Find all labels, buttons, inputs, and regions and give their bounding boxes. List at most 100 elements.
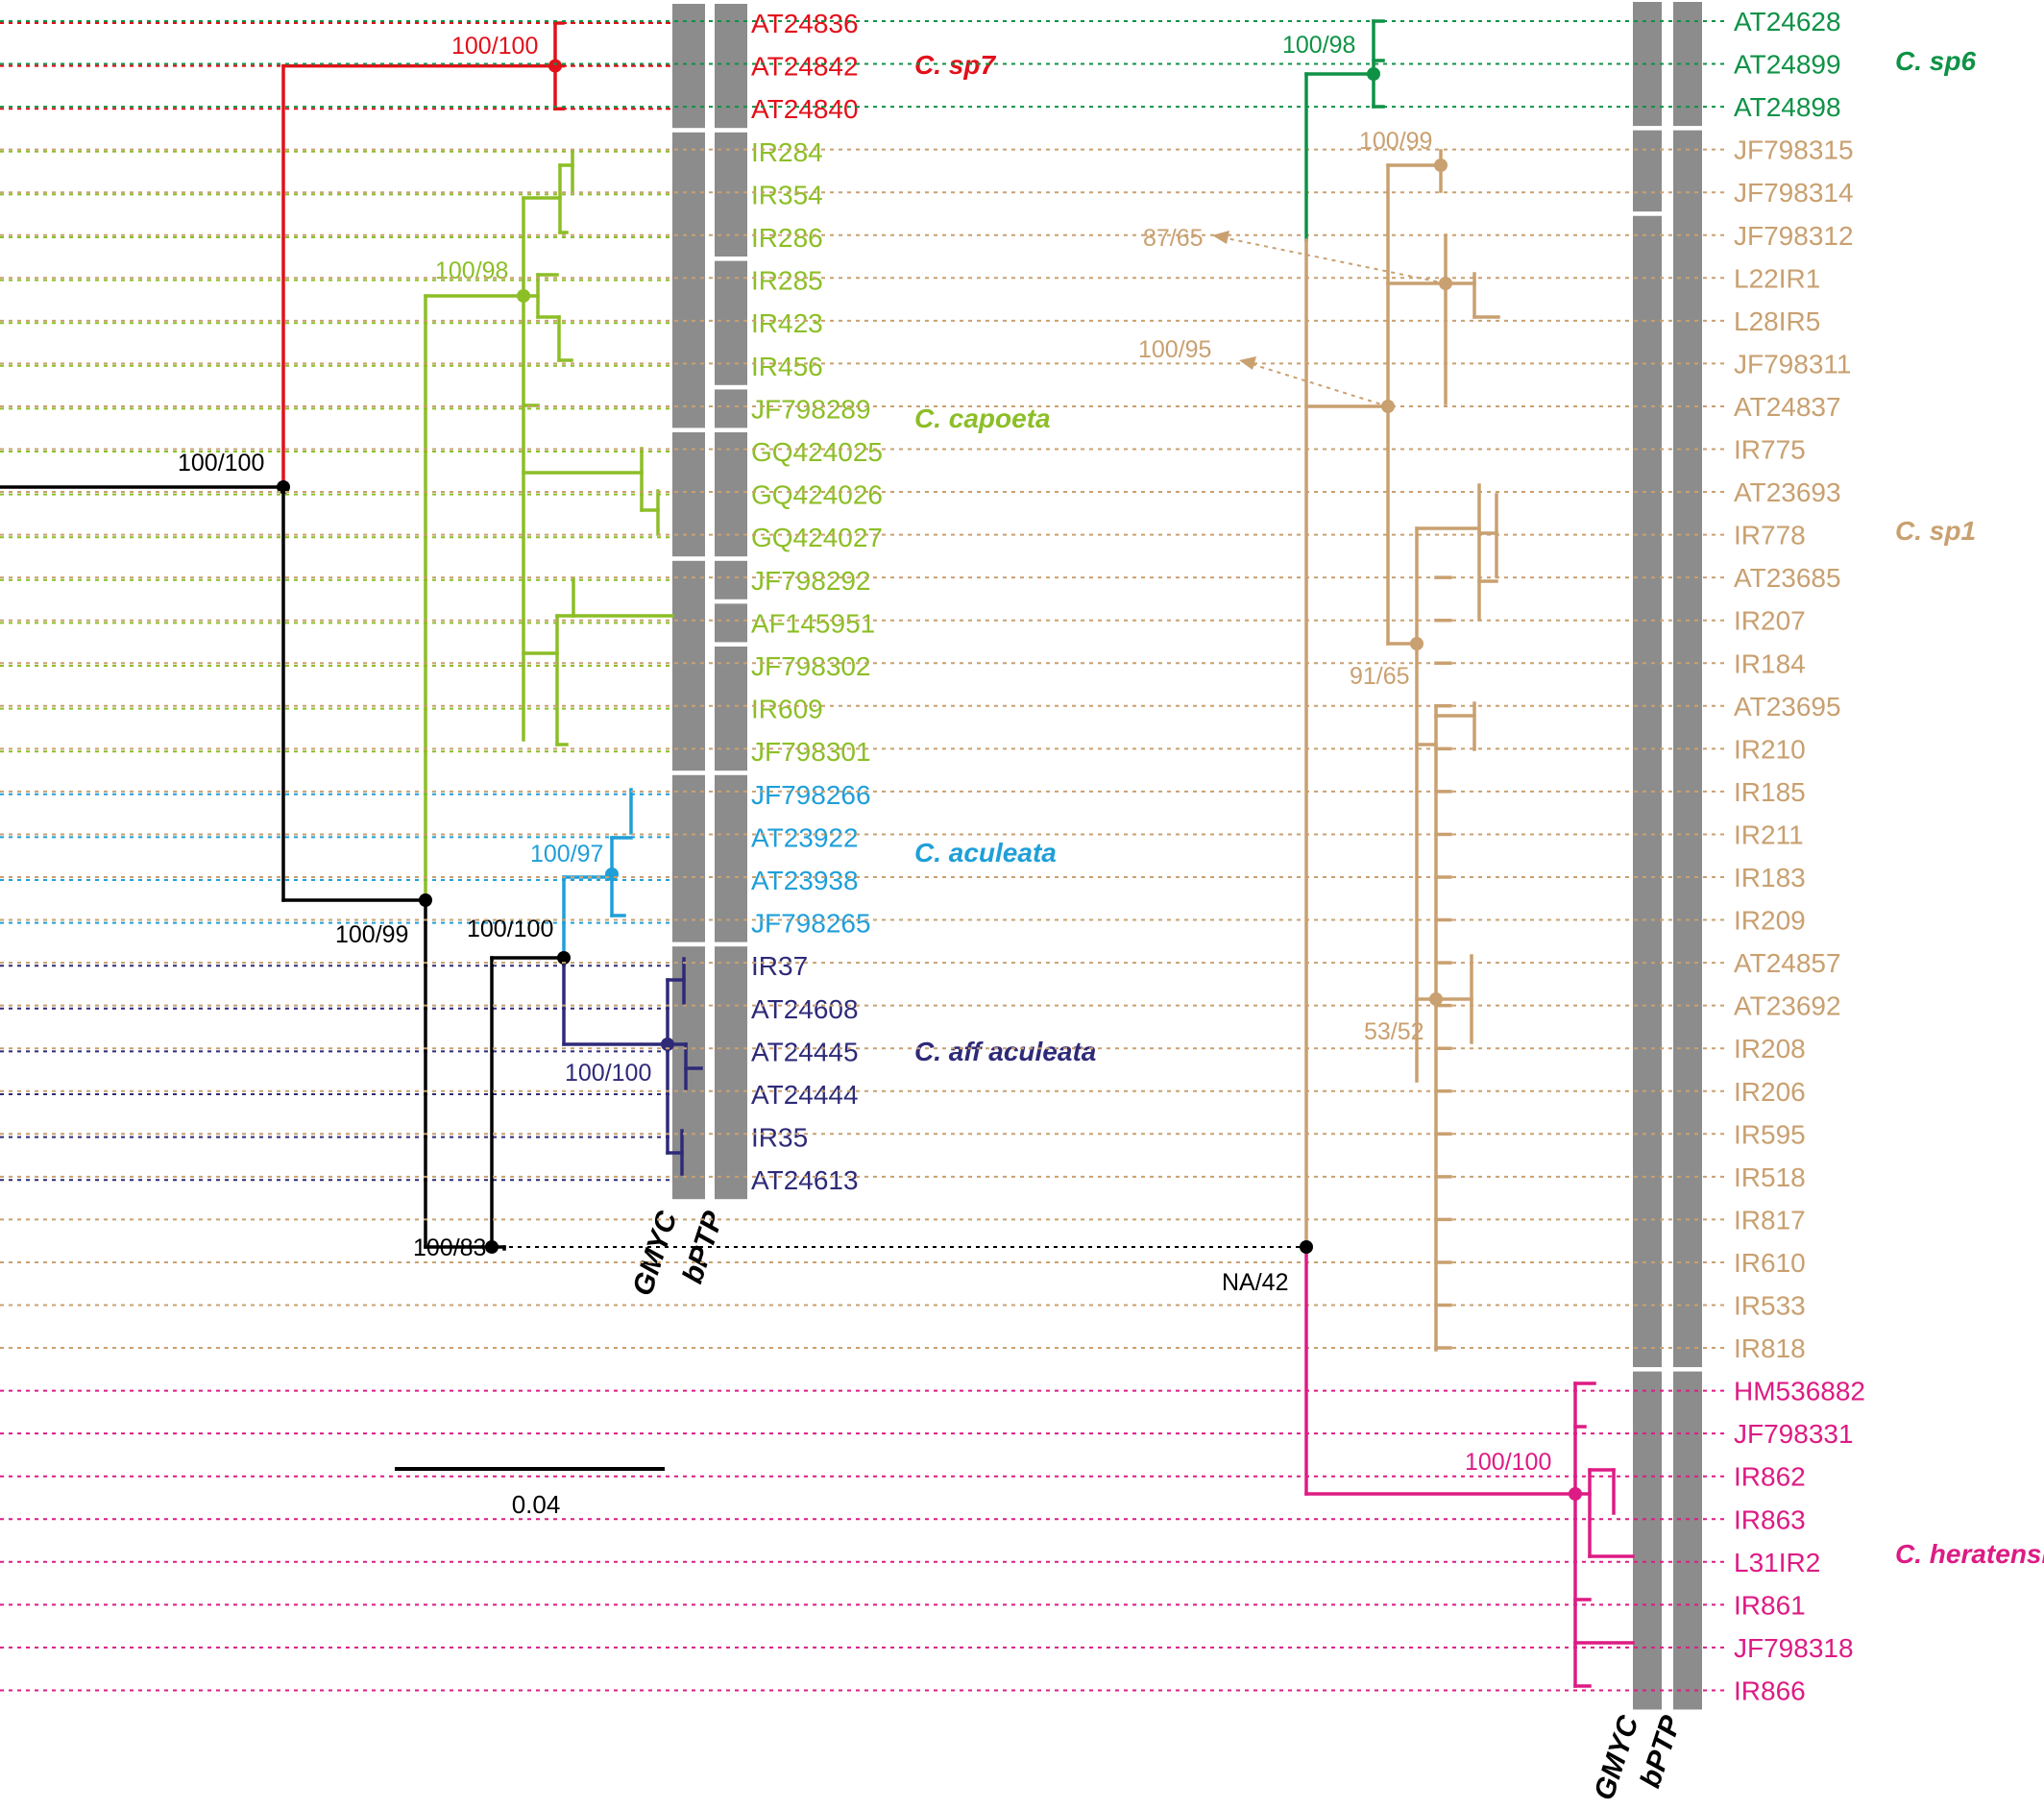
tip-label: IR285	[751, 266, 823, 296]
tip-label: JF798266	[751, 780, 871, 810]
support-capoeta: 100/98	[435, 257, 508, 284]
tip-label: IR210	[1734, 734, 1806, 764]
tip-label: AT24445	[751, 1037, 859, 1066]
tip-label: JF798301	[751, 737, 871, 767]
tip-label: IR284	[751, 137, 823, 167]
tip-label: IR211	[1734, 819, 1804, 849]
support-aculeata: 100/97	[530, 841, 603, 868]
tip-label: AT24837	[1734, 392, 1841, 422]
tip-label: IR817	[1734, 1205, 1806, 1235]
tip-label: IR207	[1734, 606, 1806, 636]
annotation-arrow	[1248, 362, 1389, 407]
node-dot-root	[277, 480, 290, 494]
node-dot-aculeata-group	[419, 893, 432, 907]
tip-label: AT24836	[751, 9, 859, 38]
support-sp1-b: 87/65	[1143, 225, 1204, 252]
tip-label: AT24840	[751, 94, 859, 124]
annotation-arrow	[1221, 236, 1447, 284]
bptp-bar	[715, 946, 747, 1200]
support-right-root: NA/42	[1222, 1269, 1288, 1296]
bptp-bar	[715, 389, 747, 428]
tip-label: L28IR5	[1734, 306, 1820, 336]
tip-label: IR775	[1734, 435, 1806, 465]
bptp-bar	[715, 774, 747, 942]
tip-label: IR423	[751, 308, 823, 338]
support-sp1-c: 100/95	[1138, 336, 1211, 363]
tip-label: AT24613	[751, 1165, 859, 1195]
tip-label: AT24842	[751, 52, 859, 82]
tip-label: HM536882	[1734, 1377, 1865, 1406]
bptp-bar	[1673, 1371, 1702, 1710]
clade-name-heratensis: C. heratensis	[1895, 1539, 2044, 1569]
tip-label: AT23922	[751, 822, 859, 852]
tip-label: GQ424027	[751, 523, 883, 552]
support-sp1-e: 53/52	[1364, 1018, 1424, 1045]
tip-label: IR35	[751, 1123, 808, 1153]
node-dot-aculeata	[605, 868, 619, 881]
tip-label: AT23693	[1734, 477, 1841, 507]
tip-label: IR533	[1734, 1291, 1806, 1321]
tip-label: IR183	[1734, 863, 1806, 892]
node-dot-sp7	[548, 59, 562, 73]
tip-label: IR595	[1734, 1119, 1806, 1149]
node-dot-right-root	[1300, 1240, 1313, 1254]
tip-label: JF798292	[751, 566, 871, 596]
node-dot-aff-aculeata	[661, 1038, 674, 1051]
tip-label: IR818	[1734, 1333, 1806, 1363]
tip-label: IR206	[1734, 1077, 1806, 1107]
tip-label: IR286	[751, 223, 823, 253]
clade-name-aculeata: C. aculeata	[914, 838, 1057, 868]
tip-label: IR610	[1734, 1248, 1806, 1278]
node-dot-sp1-e	[1429, 992, 1443, 1006]
tip-label: JF798314	[1734, 178, 1854, 208]
tip-label: JF798311	[1734, 349, 1851, 379]
support-sp1-a: 100/99	[1359, 128, 1432, 155]
node-dot-sp1-a	[1434, 159, 1448, 172]
tip-label: AT24608	[751, 994, 859, 1024]
tip-label: JF798318	[1734, 1633, 1854, 1663]
tip-label: AT23685	[1734, 563, 1841, 593]
tip-label: IR518	[1734, 1162, 1806, 1192]
tip-label: IR456	[751, 352, 823, 381]
tip-label: IR778	[1734, 521, 1806, 550]
gmyc-bar	[672, 432, 705, 557]
tip-label: IR863	[1734, 1504, 1806, 1534]
gmyc-bar	[672, 4, 705, 129]
arrow-head	[1239, 356, 1256, 370]
tip-label: IR185	[1734, 777, 1806, 807]
scale-bar-label: 0.04	[512, 1490, 561, 1519]
node-dot-sp1-d	[1410, 637, 1424, 650]
tip-label: AT24444	[751, 1080, 859, 1110]
bptp-bar	[715, 132, 747, 257]
gmyc-bar	[672, 946, 705, 1200]
bptp-bar	[715, 603, 747, 643]
support-root: 100/100	[178, 450, 264, 477]
tip-label: L31IR2	[1734, 1548, 1820, 1577]
node-dot-aculeata-pair	[557, 951, 571, 965]
support-deep-split: 100/83	[413, 1235, 486, 1261]
tip-label: IR354	[751, 180, 823, 209]
gmyc-bar	[1633, 1371, 1662, 1710]
tip-label: IR866	[1734, 1675, 1806, 1705]
tip-label: AF145951	[751, 608, 875, 638]
node-dot-capoeta	[517, 289, 530, 303]
tip-label: JF798289	[751, 394, 871, 424]
tip-label: JF798315	[1734, 135, 1854, 165]
support-heratensis: 100/100	[1465, 1449, 1551, 1476]
tip-label: L22IR1	[1734, 263, 1820, 293]
arrow-head	[1212, 231, 1229, 244]
support-aculeata-group: 100/99	[335, 921, 408, 948]
tip-label: AT24899	[1734, 50, 1841, 80]
gmyc-bar	[672, 560, 705, 771]
method-label-gmyc: GMYC	[1588, 1711, 1645, 1804]
bptp-bar	[715, 647, 747, 771]
support-sp6: 100/98	[1282, 32, 1355, 59]
tip-label: JF798312	[1734, 221, 1854, 251]
tip-label: JF798302	[751, 651, 871, 681]
gmyc-bar	[1633, 130, 1662, 212]
tip-label: IR208	[1734, 1034, 1806, 1063]
gmyc-bar	[672, 774, 705, 942]
bptp-bar	[715, 560, 747, 599]
tip-label: IR861	[1734, 1590, 1806, 1620]
tip-label: JF798265	[751, 909, 871, 939]
